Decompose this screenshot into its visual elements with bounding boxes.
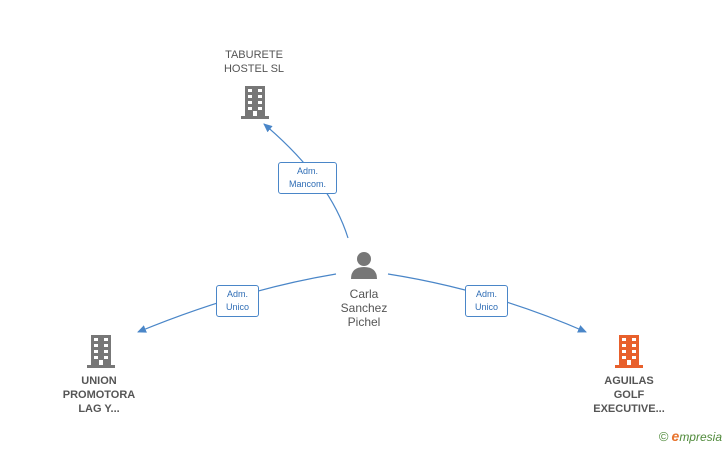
role-badge-taburete: Adm. Mancom.	[278, 162, 337, 194]
brand-name: mpresia	[679, 430, 722, 444]
company-label-taburete[interactable]: TABURETE HOSTEL SL	[223, 49, 285, 75]
empresia-watermark: ©empresia	[659, 428, 722, 444]
person-name[interactable]: Carla Sanchez Pichel	[340, 287, 388, 329]
building-icon	[241, 86, 269, 119]
role-badge-aguilas: Adm. Unico	[465, 285, 508, 317]
company-node-aguilas[interactable]	[612, 333, 646, 369]
brand-initial: e	[671, 428, 680, 444]
company-node-taburete[interactable]	[238, 84, 272, 120]
company-label-union[interactable]: UNION PROMOTORA LAG Y...	[62, 375, 136, 415]
company-label-aguilas[interactable]: AGUILAS GOLF EXECUTIVE...	[593, 375, 665, 415]
building-icon	[615, 335, 643, 368]
role-badge-union: Adm. Unico	[216, 285, 259, 317]
building-icon	[87, 335, 115, 368]
person-node[interactable]	[348, 249, 380, 281]
company-node-union[interactable]	[84, 333, 118, 369]
copyright-symbol: ©	[658, 429, 669, 444]
person-icon	[351, 252, 377, 279]
